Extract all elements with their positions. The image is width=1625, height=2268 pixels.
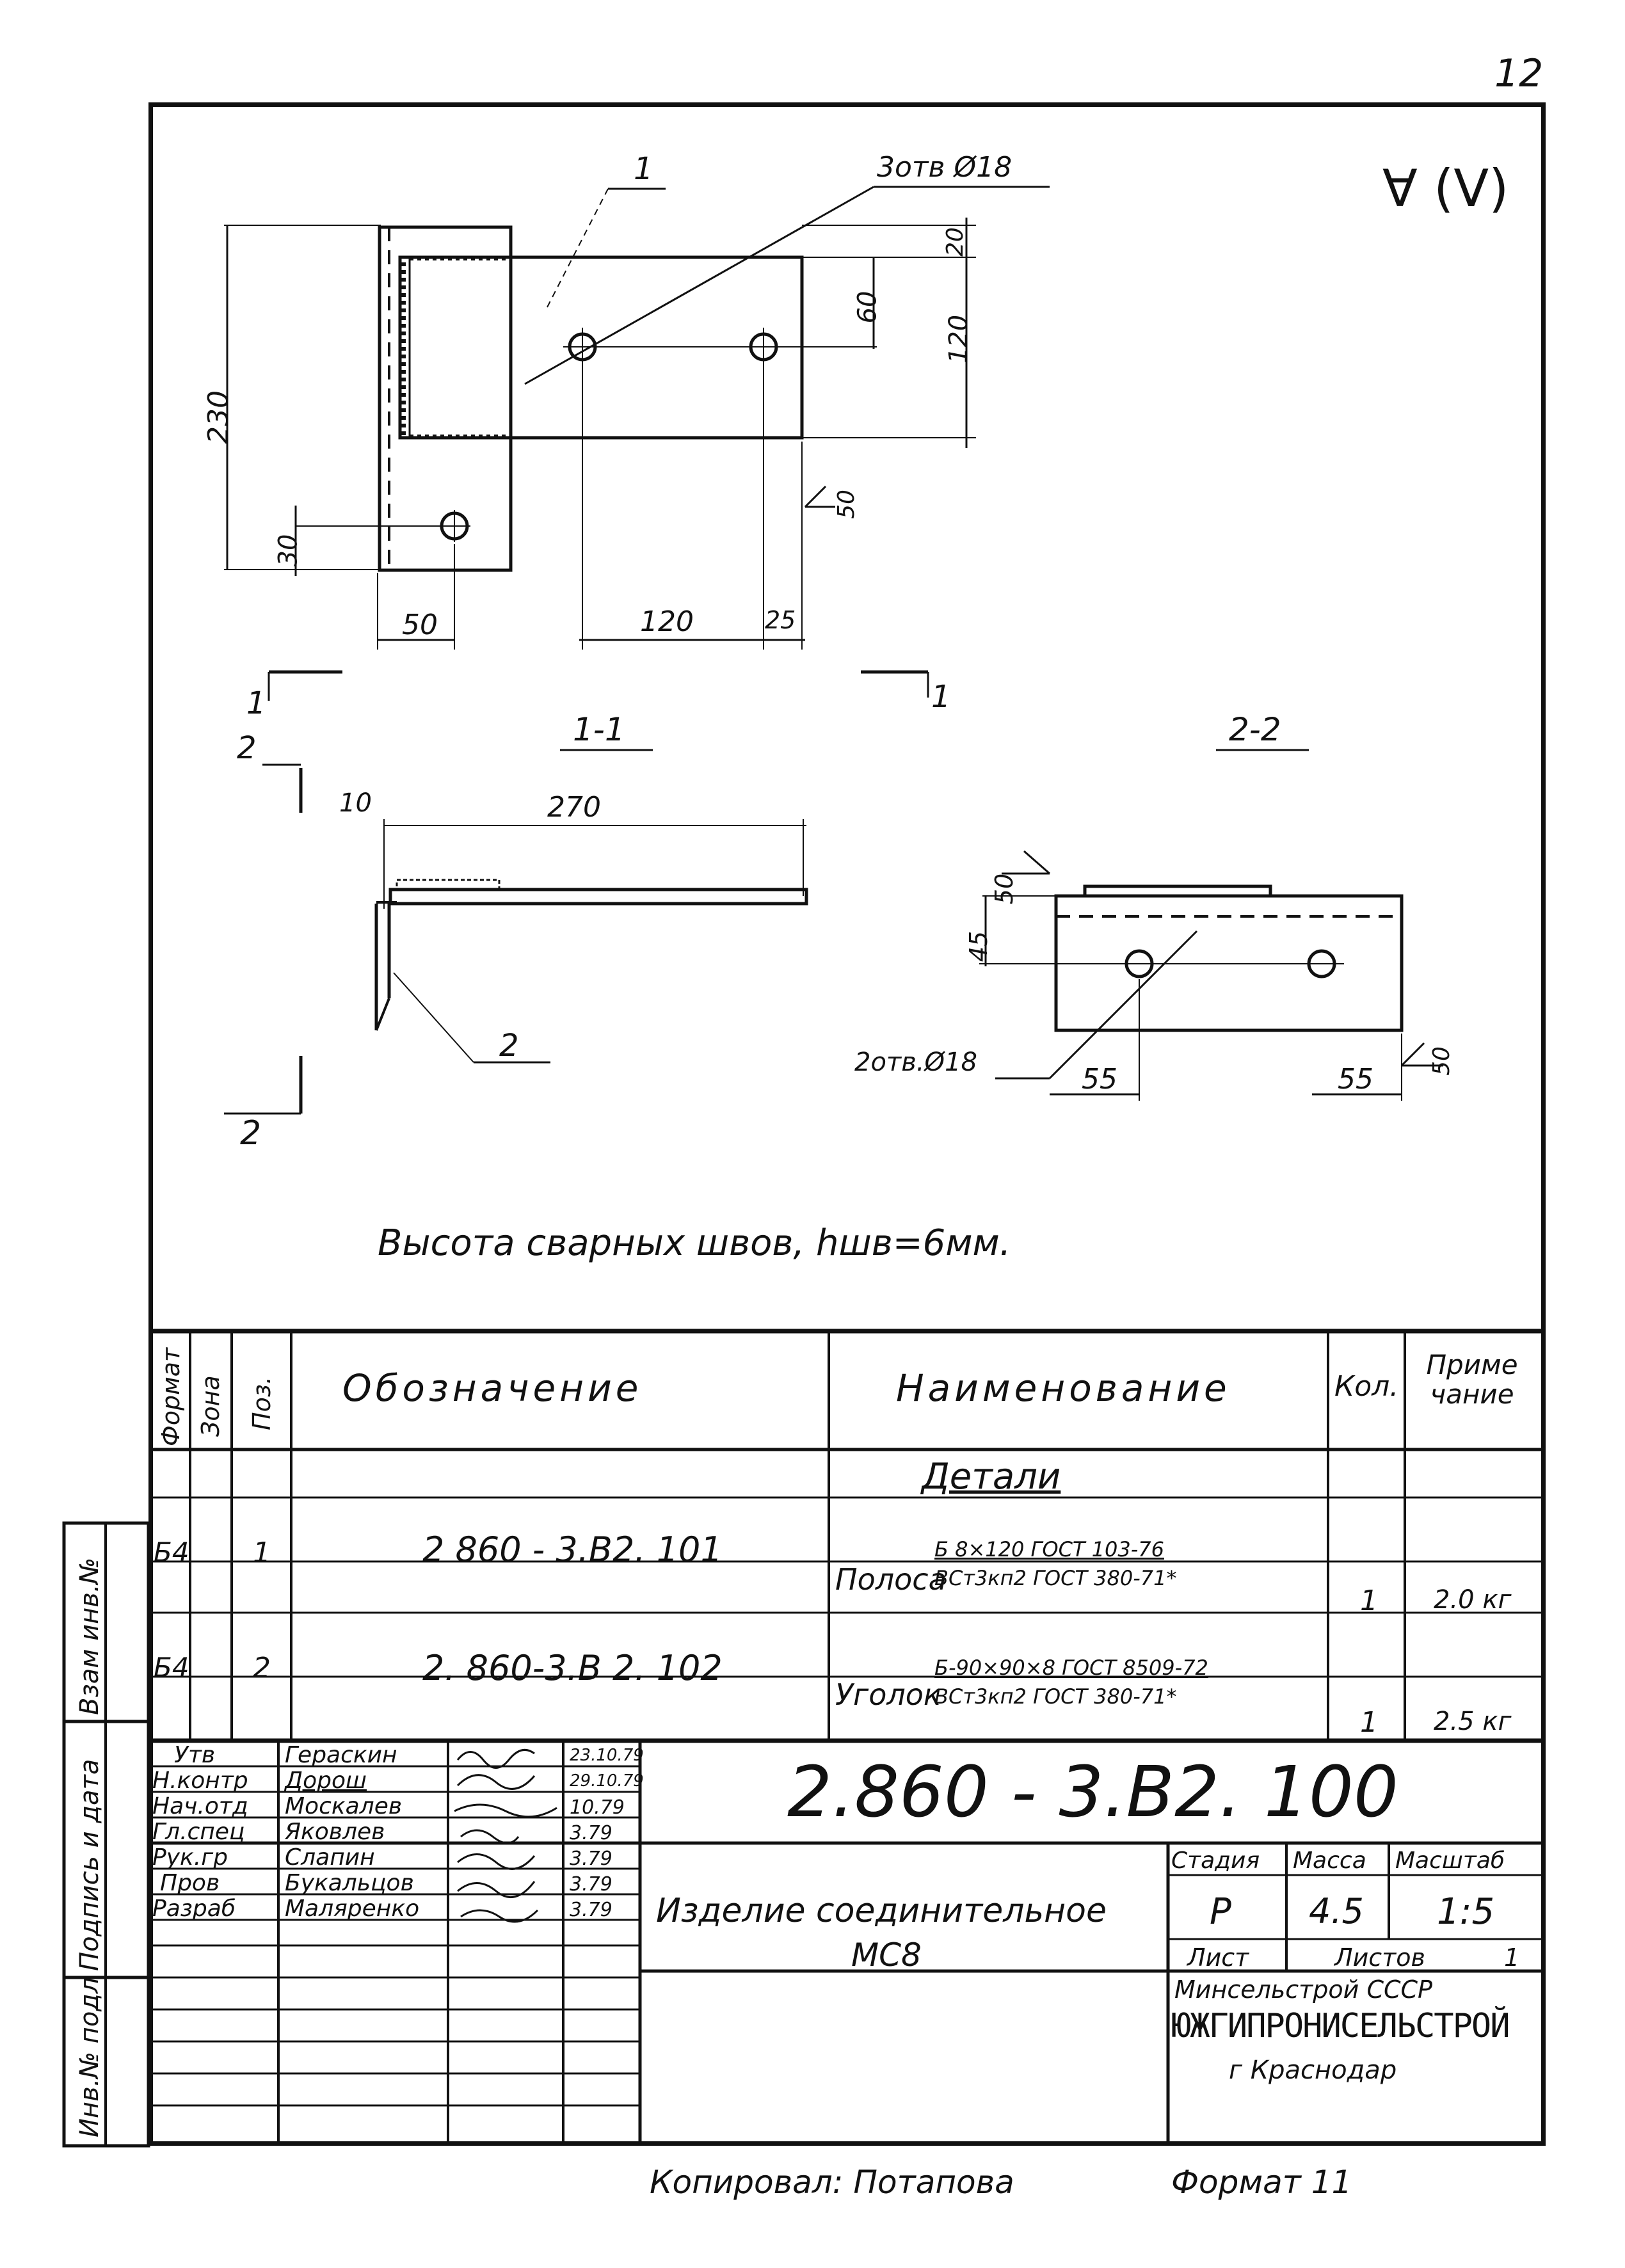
- sig-role-5: Рук.гр: [152, 1844, 228, 1871]
- header-name: Наименование: [896, 1366, 1231, 1410]
- dim-20: 20: [941, 227, 968, 257]
- product-name-line-2: МС8: [851, 1937, 922, 1974]
- row-2-note: 2.5 кг: [1434, 1707, 1512, 1736]
- section-2-top-label: 2: [237, 730, 257, 766]
- row-2-spec-top: Б-90×90×8 ГОСТ 8509-72: [934, 1656, 1208, 1680]
- scale-label: Масштаб: [1395, 1848, 1505, 1874]
- sig-name-3: Москалев: [285, 1793, 403, 1819]
- row-1-spec-bottom: ВСт3кп2 ГОСТ 380-71*: [934, 1566, 1177, 1590]
- section-2-bottom-label: 2: [240, 1114, 262, 1153]
- side-stamp-original-inv: Инв.№ подл: [75, 1977, 104, 2137]
- sheets-value: 1: [1504, 1944, 1520, 1972]
- row-2-quantity: 1: [1360, 1706, 1378, 1739]
- mass-value: 4.5: [1309, 1891, 1364, 1931]
- scale-value: 1:5: [1437, 1891, 1495, 1933]
- weld-height-note: Высота сварных швов, hшв=6мм.: [378, 1222, 1011, 1264]
- dim-25: 25: [765, 606, 796, 634]
- dim-45: 45: [965, 930, 993, 962]
- section-title-details: Детали: [922, 1456, 1061, 1497]
- dim-55-right: 55: [1338, 1063, 1373, 1096]
- sig-name-4: Яковлев: [285, 1819, 385, 1845]
- dim-120-horizontal: 120: [640, 605, 694, 638]
- header-format: Формат: [157, 1347, 185, 1446]
- sig-date-2: 29.10.79: [570, 1771, 644, 1791]
- row-1-position: 1: [253, 1537, 271, 1569]
- sig-role-2: Н.контр: [152, 1768, 248, 1794]
- sig-date-4: 3.79: [570, 1822, 612, 1844]
- row-1-quantity: 1: [1360, 1585, 1378, 1617]
- row-2-format: Б4: [154, 1652, 189, 1683]
- dim-50-section-2: 50: [990, 873, 1019, 905]
- leader-label-2: 2: [499, 1028, 519, 1064]
- sig-name-2: Дорош: [285, 1768, 367, 1794]
- dim-270: 270: [547, 791, 601, 824]
- sig-date-3: 10.79: [570, 1796, 625, 1819]
- sig-role-6: Пров: [160, 1870, 220, 1896]
- dim-50: 50: [402, 609, 438, 641]
- weld-mark-50-top: 50: [833, 490, 860, 519]
- dim-120-vertical: 120: [944, 314, 974, 364]
- holes-callout-top: 3отв Ø18: [877, 151, 1013, 184]
- side-stamp-replacement-inv: Взам инв.№: [75, 1557, 104, 1715]
- row-1-format: Б4: [154, 1537, 189, 1568]
- sheet-label: Лист: [1187, 1944, 1249, 1972]
- sig-role-4: Гл.спец: [152, 1819, 245, 1845]
- stage-value: Р: [1210, 1891, 1231, 1933]
- product-name-line-1: Изделие соединительное: [656, 1892, 1107, 1930]
- organization-institute: ЮЖГИПРОНИСЕЛЬСТРОЙ: [1171, 2007, 1510, 2045]
- header-quantity: Кол.: [1334, 1370, 1399, 1403]
- row-2-designation: 2. 860-3.В 2. 102: [422, 1648, 723, 1688]
- dim-230: 230: [202, 390, 235, 444]
- header-designation: Обозначение: [342, 1366, 643, 1410]
- sig-name-6: Букальцов: [285, 1870, 414, 1896]
- dim-55-left: 55: [1082, 1063, 1117, 1096]
- copied-by: Копировал: Потапова: [650, 2164, 1014, 2201]
- header-position: Поз.: [248, 1376, 276, 1430]
- header-zone: Зона: [196, 1375, 225, 1437]
- sheet-frame: [148, 102, 1546, 2146]
- sig-name-7: Маляренко: [285, 1896, 420, 1922]
- sig-date-5: 3.79: [570, 1848, 612, 1870]
- row-1-name: Полоса: [835, 1562, 947, 1597]
- row-1-note: 2.0 кг: [1434, 1585, 1512, 1615]
- header-note: Приме чание: [1426, 1349, 1518, 1410]
- dim-30-left: 30: [273, 534, 303, 567]
- dim-60: 60: [853, 291, 883, 324]
- view-title-1-1: 1-1: [573, 711, 625, 748]
- sig-role-1: Утв: [174, 1742, 216, 1768]
- document-number: 2.860 - 3.В2. 100: [787, 1751, 1398, 1833]
- paper-format: Формат 11: [1171, 2164, 1352, 2201]
- corner-mark: 12: [1494, 51, 1544, 96]
- sig-role-7: Разраб: [152, 1896, 236, 1922]
- dim-10: 10: [339, 788, 372, 818]
- section-1-left-label: 1: [246, 685, 266, 721]
- organization-city: г Краснодар: [1229, 2056, 1397, 2085]
- side-stamp-signature-date: Подпись и дата: [75, 1759, 104, 1971]
- sig-date-7: 3.79: [570, 1899, 612, 1921]
- leader-label-1: 1: [634, 151, 653, 187]
- row-1-spec-top: Б 8×120 ГОСТ 103-76: [934, 1537, 1164, 1561]
- view-title-2-2: 2-2: [1229, 711, 1281, 748]
- section-1-right-label: 1: [931, 679, 951, 715]
- sig-name-5: Слапин: [285, 1844, 375, 1871]
- surface-finish-symbol: ∀ (V): [1382, 159, 1509, 218]
- sig-name-1: Гераскин: [285, 1742, 397, 1768]
- holes-callout-bottom: 2отв.Ø18: [854, 1048, 977, 1077]
- row-2-name: Уголок: [835, 1677, 941, 1712]
- row-2-position: 2: [253, 1652, 271, 1684]
- organization-ministry: Минсельстрой СССР: [1174, 1976, 1432, 2004]
- sig-date-6: 3.79: [570, 1873, 612, 1896]
- row-1-designation: 2 860 - 3.В2. 101: [422, 1529, 723, 1570]
- row-2-spec-bottom: ВСт3кп2 ГОСТ 380-71*: [934, 1684, 1177, 1709]
- weld-mark-50-right: 50: [1428, 1046, 1455, 1076]
- sig-role-3: Нач.отд: [152, 1793, 248, 1819]
- stage-label: Стадия: [1171, 1848, 1260, 1874]
- mass-label: Масса: [1293, 1848, 1366, 1874]
- sheets-label: Листов: [1334, 1944, 1425, 1972]
- sig-date-1: 23.10.79: [570, 1746, 644, 1765]
